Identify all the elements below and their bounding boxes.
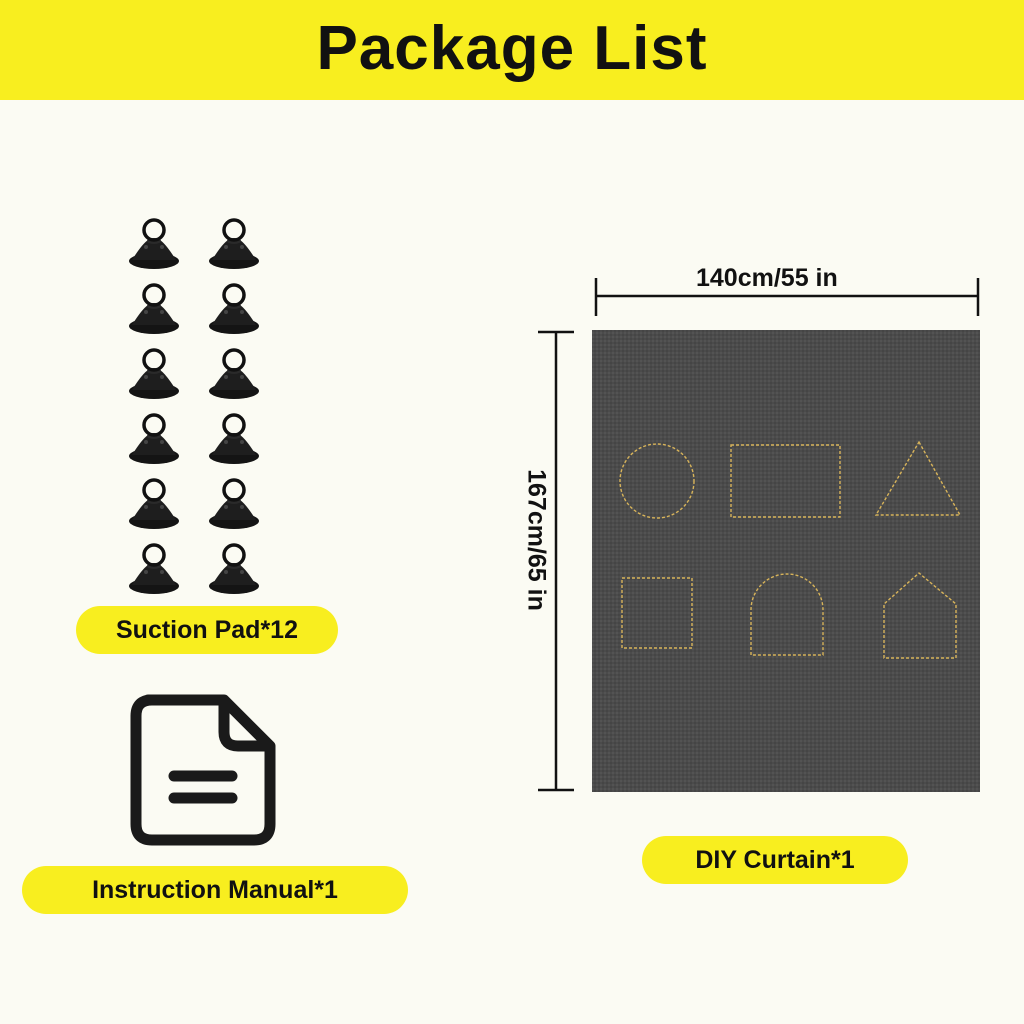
instruction-manual-label: Instruction Manual*1 [22, 866, 408, 914]
suction-cup-icon [209, 218, 259, 269]
suction-cup-icon [129, 218, 179, 269]
suction-pad-grid [122, 214, 272, 604]
stitched-rectangle [730, 444, 841, 518]
width-dimension-line [594, 278, 980, 316]
suction-cup-icon [209, 478, 259, 529]
instruction-manual-label-text: Instruction Manual*1 [92, 875, 338, 904]
stitched-triangle [874, 440, 962, 516]
suction-cup-icon [129, 348, 179, 399]
suction-pad-label-text: Suction Pad*12 [116, 615, 298, 644]
header-banner: Package List [0, 0, 1024, 100]
suction-cup-icon [209, 543, 259, 594]
document-icon [130, 694, 276, 846]
curtain-fabric [592, 330, 980, 792]
suction-cup-icon [209, 283, 259, 334]
suction-cup-icon [129, 543, 179, 594]
curtain-height-label: 167cm/65 in [522, 469, 551, 611]
page-title: Package List [316, 13, 708, 83]
suction-cup-icon [209, 413, 259, 464]
stitched-circle [619, 443, 695, 519]
suction-cup-icon [209, 348, 259, 399]
suction-cup-icon [129, 478, 179, 529]
stitched-square [621, 577, 693, 649]
suction-pad-label: Suction Pad*12 [76, 606, 338, 654]
suction-cup-icon [129, 283, 179, 334]
stitched-house [883, 572, 957, 659]
diy-curtain-label-text: DIY Curtain*1 [695, 845, 855, 874]
height-dimension-line [538, 330, 574, 792]
suction-cup-icon [129, 413, 179, 464]
diy-curtain-label: DIY Curtain*1 [642, 836, 908, 884]
curtain-width-label: 140cm/55 in [696, 264, 838, 292]
